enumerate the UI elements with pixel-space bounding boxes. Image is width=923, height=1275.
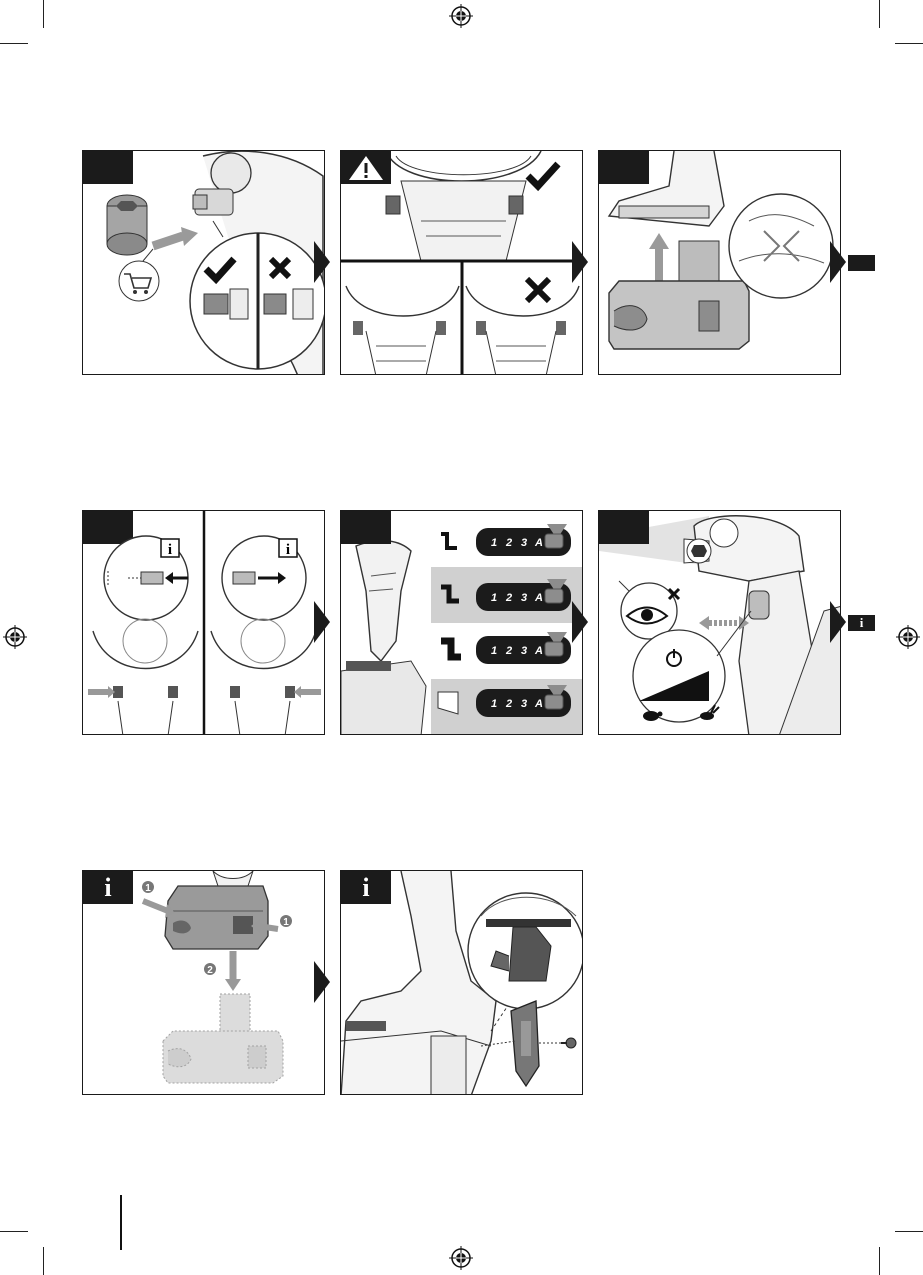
led-label-2: 2 <box>505 645 512 657</box>
info-tag: i <box>848 615 875 631</box>
registration-mark-icon <box>3 625 27 649</box>
section-tag <box>848 255 875 271</box>
led-label-a: A <box>534 592 543 604</box>
led-label-2: 2 <box>505 592 512 604</box>
led-label-3: 3 <box>521 537 527 549</box>
crop-mark <box>895 1231 923 1232</box>
warning-triangle-icon <box>341 151 391 184</box>
panel-direction-selector: i i <box>82 510 325 735</box>
crop-mark <box>895 43 923 44</box>
led-label-a: A <box>534 698 543 710</box>
led-label-1: 1 <box>491 592 497 604</box>
page-edge-rule <box>120 1195 122 1250</box>
info-icon: i <box>860 615 864 630</box>
crop-mark <box>43 0 44 28</box>
panel-light-speed <box>598 510 841 735</box>
direction-illustration: i i <box>83 511 325 735</box>
led-label-a: A <box>534 645 543 657</box>
led-label-1: 1 <box>491 537 497 549</box>
next-arrow <box>830 241 846 283</box>
crop-mark <box>0 1231 28 1232</box>
step-number: 2 <box>207 965 213 976</box>
panel-remove-battery: i 1 1 2 <box>82 870 325 1095</box>
check-icon <box>528 164 558 186</box>
crop-mark <box>43 1247 44 1275</box>
next-arrow <box>314 601 330 643</box>
battery-illustration <box>599 151 841 375</box>
collar-illustration <box>341 151 583 375</box>
panel-insert-battery <box>598 150 841 375</box>
led-label-2: 2 <box>505 698 512 710</box>
step-number: 1 <box>145 883 151 894</box>
step-number: 1 <box>283 917 289 928</box>
led-label-3: 3 <box>521 592 527 604</box>
next-arrow <box>572 601 588 643</box>
info-icon: i <box>286 542 290 558</box>
registration-mark-icon <box>449 1246 473 1270</box>
led-label-2: 2 <box>505 537 512 549</box>
panel-led-modes: 1 2 3 A 1 2 3 A 1 2 3 A 1 2 3 A <box>340 510 583 735</box>
led-label-1: 1 <box>491 698 497 710</box>
next-arrow <box>314 961 330 1003</box>
led-label-3: 3 <box>521 698 527 710</box>
warning-tag <box>341 151 391 184</box>
next-arrow <box>572 241 588 283</box>
cross-icon <box>527 279 549 301</box>
registration-mark-icon <box>896 625 920 649</box>
light-speed-illustration <box>599 511 841 735</box>
panel-warning-collar <box>340 150 583 375</box>
led-labels: 1 2 3 A 1 2 3 A 1 2 3 A 1 2 3 A <box>341 511 583 735</box>
belt-clip-illustration <box>341 871 583 1095</box>
led-label-3: 3 <box>521 645 527 657</box>
turtle-icon <box>643 711 663 721</box>
crop-mark <box>879 0 880 28</box>
next-arrow <box>314 241 330 283</box>
socket-illustration <box>83 151 325 375</box>
crop-mark <box>879 1247 880 1275</box>
led-label-1: 1 <box>491 645 497 657</box>
registration-mark-icon <box>449 4 473 28</box>
panel-belt-clip: i <box>340 870 583 1095</box>
step-tag <box>599 511 649 544</box>
battery-release-illustration: 1 1 2 <box>83 871 325 1095</box>
crop-mark <box>0 43 28 44</box>
screw-icon <box>561 1038 576 1048</box>
led-label-a: A <box>534 537 543 549</box>
info-icon: i <box>168 542 172 558</box>
next-arrow <box>830 601 846 643</box>
panel-fit-socket <box>82 150 325 375</box>
